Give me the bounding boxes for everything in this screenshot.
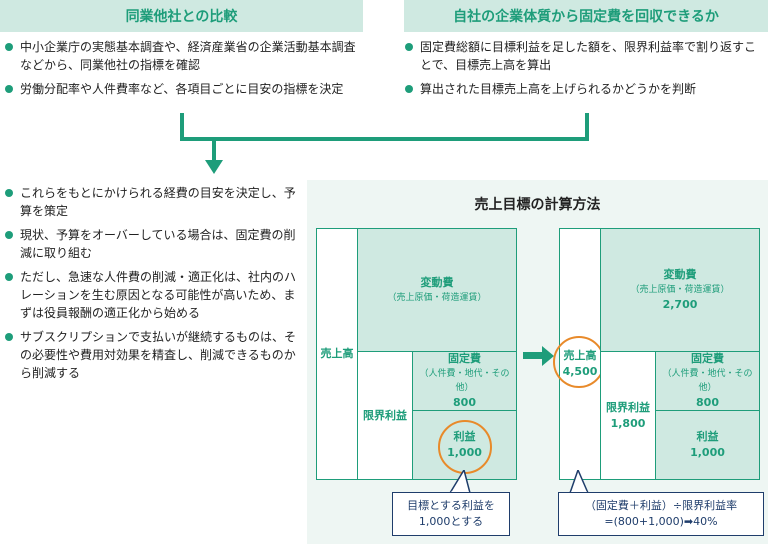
bullet-item: 算出された目標売上高を上げられるかどうかを判断 (404, 80, 768, 98)
connector-line-left (180, 113, 184, 141)
right-profit-value: 1,000 (690, 446, 725, 459)
bullet-item: 中小企業庁の実態基本調査や、経済産業省の企業活動基本調査などから、同業他社の指標… (4, 38, 364, 74)
right-fixed-value: 800 (696, 396, 719, 409)
left-bullet-list: 中小企業庁の実態基本調査や、経済産業省の企業活動基本調査などから、同業他社の指標… (4, 38, 364, 104)
left-fixed-cost-cell: 固定費 （人件費・地代・その他） 800 (412, 351, 517, 411)
right-fixed-label: 固定費 (691, 352, 724, 365)
left-callout: 目標とする利益を 1,000とする (392, 492, 510, 536)
bullet-item: ただし、急速な人件費の削減・適正化は、社内のハレーションを生む原因となる可能性が… (4, 268, 300, 322)
right-variable-sub: （売上原価・荷造運賃） (630, 285, 730, 295)
right-marginal-profit-column (600, 351, 656, 480)
right-variable-cost-cell: 変動費 （売上原価・荷造運賃） 2,700 (600, 228, 760, 352)
middle-arrow-shaft (523, 352, 543, 359)
bullet-item: 労働分配率や人件費率など、各項目ごとに目安の指標を決定 (4, 80, 364, 98)
right-variable-value: 2,700 (662, 298, 698, 311)
right-callout-pointer (568, 470, 590, 494)
right-profit-cell: 利益 1,000 (655, 410, 760, 480)
right-marginal-label: 限界利益 (606, 401, 650, 414)
bullet-item: サブスクリプションで支払いが継続するものは、その必要性や費用対効果を精査し、削減… (4, 328, 300, 382)
left-sales-label: 売上高 (320, 347, 354, 360)
right-profit-label: 利益 (696, 430, 719, 443)
right-bullet-list: 固定費総額に目標利益を足した額を、限界利益率で割り返すことで、目標売上高を算出 … (404, 38, 768, 104)
arrow-down-icon (205, 160, 223, 174)
right-callout-line1: （固定費＋利益）÷限界利益率 (584, 499, 738, 512)
connector-line-down (212, 137, 216, 163)
panel-title: 売上目標の計算方法 (474, 197, 601, 213)
right-marginal-value: 1,800 (610, 417, 646, 430)
right-variable-label: 変動費 (663, 268, 697, 281)
right-fixed-cost-cell: 固定費 （人件費・地代・その他） 800 (655, 351, 760, 411)
left-fixed-sub: （人件費・地代・その他） (419, 369, 510, 393)
bullet-item: これらをもとにかけられる経費の目安を決定し、予算を策定 (4, 184, 300, 220)
left-callout-line2: 1,000とする (418, 515, 484, 528)
connector-line-right (585, 113, 589, 141)
bottom-bullet-list: これらをもとにかけられる経費の目安を決定し、予算を策定 現状、予算をオーバーして… (4, 184, 300, 388)
right-callout: （固定費＋利益）÷限界利益率 =(800+1,000)➡40% (558, 492, 764, 536)
connector-line-horizontal (180, 137, 589, 141)
left-header: 同業他社との比較 (0, 0, 363, 32)
right-header-text: 自社の企業体質から固定費を回収できるか (453, 9, 719, 25)
left-profit-highlight (438, 420, 492, 474)
right-header: 自社の企業体質から固定費を回収できるか (404, 0, 768, 32)
right-sales-highlight (553, 336, 605, 388)
left-variable-label: 変動費 (420, 276, 454, 289)
left-marginal-profit-column (357, 351, 413, 480)
left-callout-pointer (448, 470, 471, 494)
bullet-item: 固定費総額に目標利益を足した額を、限界利益率で割り返すことで、目標売上高を算出 (404, 38, 768, 74)
bullet-item: 現状、予算をオーバーしている場合は、固定費の削減に取り組む (4, 226, 300, 262)
left-marginal-label: 限界利益 (363, 409, 407, 422)
left-variable-cost-cell: 変動費 （売上原価・荷造運賃） (357, 228, 517, 352)
right-callout-line2: =(800+1,000)➡40% (604, 515, 718, 528)
left-header-text: 同業他社との比較 (125, 9, 238, 25)
left-callout-line1: 目標とする利益を (407, 499, 495, 512)
arrow-right-icon (542, 346, 554, 366)
left-sales-column (316, 228, 358, 480)
left-variable-sub: （売上原価・荷造運賃） (387, 293, 487, 303)
right-fixed-sub: （人件費・地代・その他） (662, 369, 753, 393)
left-fixed-label: 固定費 (448, 352, 481, 365)
left-fixed-value: 800 (453, 396, 476, 409)
right-marginal-text: 限界利益 1,800 (600, 400, 656, 432)
